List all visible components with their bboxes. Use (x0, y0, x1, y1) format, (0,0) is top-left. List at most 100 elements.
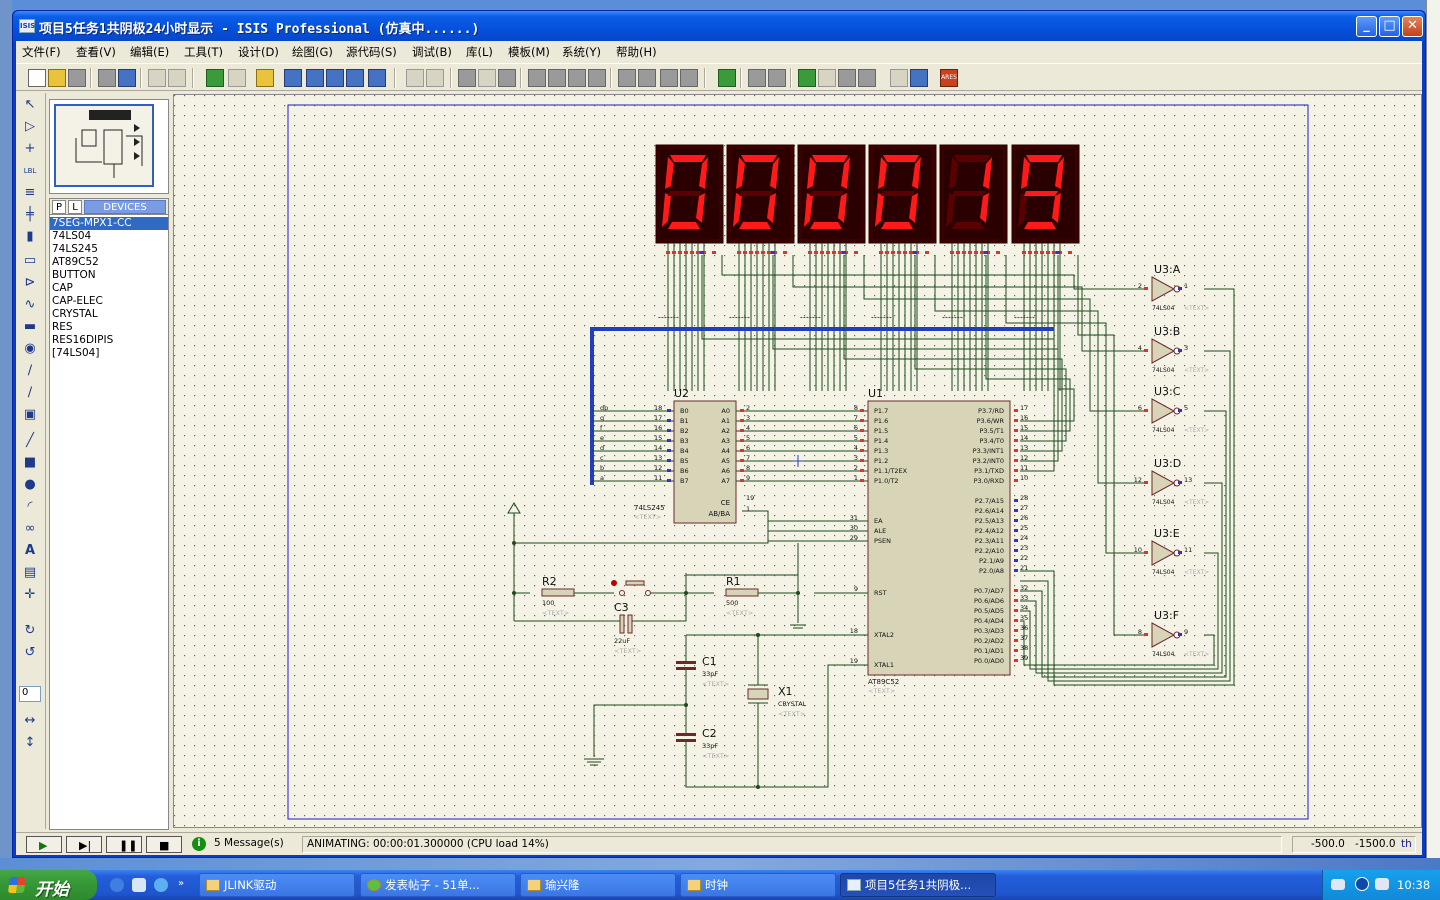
print-icon[interactable] (148, 69, 166, 87)
block-rotate-icon[interactable] (568, 69, 586, 87)
pick-devices-button[interactable]: P (52, 200, 66, 214)
pause-button[interactable]: ❚❚ (106, 836, 142, 853)
message-count[interactable]: 5 Message(s) (214, 837, 284, 849)
minimize-button[interactable]: _ (1356, 16, 1377, 37)
app-icon[interactable]: ISIS (19, 19, 35, 33)
zoom-all-icon[interactable] (346, 69, 364, 87)
wire-label-icon[interactable]: LBL (23, 167, 37, 175)
overview-window[interactable] (49, 99, 169, 194)
package-tool-icon[interactable] (660, 69, 678, 87)
menu-system[interactable]: 系统(Y) (562, 45, 601, 59)
symbol-icon[interactable]: ▤ (23, 565, 37, 580)
device-list-item[interactable]: [74LS04] (52, 347, 100, 359)
mirror-x-icon[interactable]: ↔ (24, 713, 36, 728)
keyboard-icon[interactable] (1331, 879, 1345, 890)
component-mode-icon[interactable]: ▷ (25, 119, 35, 134)
ie-icon[interactable] (110, 878, 124, 892)
rotate-clockwise-icon[interactable]: ↻ (24, 623, 36, 638)
current-probe-icon[interactable]: ∕ (27, 385, 33, 400)
copy-icon[interactable] (478, 69, 496, 87)
mirror-y-icon[interactable]: ↕ (24, 735, 36, 750)
play-button[interactable]: ▶ (26, 836, 62, 853)
arc-icon[interactable]: ◜ (27, 499, 33, 514)
grid-icon[interactable] (228, 69, 246, 87)
menu-file[interactable]: 文件(F) (22, 45, 61, 59)
search-icon[interactable] (748, 69, 766, 87)
device-list-item[interactable]: RES (52, 321, 73, 333)
network-icon[interactable] (1375, 878, 1389, 890)
block-delete-icon[interactable] (588, 69, 606, 87)
task-isis[interactable]: 项目5任务1共阴极... (840, 873, 996, 897)
redo-icon[interactable] (426, 69, 444, 87)
close-button[interactable]: ✕ (1402, 16, 1423, 37)
device-list-item[interactable]: CRYSTAL (52, 308, 98, 320)
block-move-icon[interactable] (548, 69, 566, 87)
origin-icon[interactable] (256, 69, 274, 87)
text-icon[interactable]: A (24, 543, 36, 558)
device-list-item[interactable]: CAP-ELEC (52, 295, 103, 307)
line-icon[interactable]: ╱ (26, 433, 34, 448)
open-file-icon[interactable] (48, 69, 66, 87)
tape-recorder-icon[interactable]: ▬ (23, 319, 37, 334)
bus-mode-icon[interactable]: ╪ (26, 207, 34, 222)
ares-icon[interactable]: ARES (940, 69, 958, 87)
zoom-in-icon[interactable] (306, 69, 324, 87)
task-folder-yuxinglong[interactable]: 瑜兴隆 (520, 873, 676, 897)
menu-template[interactable]: 模板(M) (508, 45, 550, 59)
menu-source[interactable]: 源代码(S) (346, 45, 397, 59)
task-folder-clock[interactable]: 时钟 (680, 873, 836, 897)
info-icon[interactable]: i (192, 837, 206, 851)
maximize-button[interactable]: □ (1379, 16, 1400, 37)
device-list-item[interactable]: AT89C52 (52, 256, 99, 268)
device-list-item[interactable]: 74LS245 (52, 243, 98, 255)
undo-icon[interactable] (406, 69, 424, 87)
browser-icon[interactable] (154, 878, 168, 892)
rotation-angle-input[interactable]: 0 (19, 686, 41, 702)
remove-sheet-icon[interactable] (818, 69, 836, 87)
menu-debug[interactable]: 调试(B) (412, 45, 452, 59)
device-list-item[interactable]: RES16DIPIS (52, 334, 114, 346)
netlist-icon[interactable] (910, 69, 928, 87)
selection-mode-icon[interactable]: ↖ (24, 97, 36, 112)
block-copy-icon[interactable] (528, 69, 546, 87)
zoom-area-icon[interactable] (368, 69, 386, 87)
wire-autorouter-icon[interactable] (718, 69, 736, 87)
export-icon[interactable] (118, 69, 136, 87)
electrical-check-icon[interactable] (890, 69, 908, 87)
device-list-item[interactable]: 7SEG-MPX1-CC (50, 217, 168, 230)
show-desktop-icon[interactable] (132, 878, 146, 892)
bill-of-materials-icon[interactable] (858, 69, 876, 87)
cut-icon[interactable] (458, 69, 476, 87)
generator-icon[interactable]: ◉ (24, 341, 36, 356)
refresh-icon[interactable] (206, 69, 224, 87)
pick-device-icon[interactable] (618, 69, 636, 87)
device-list-item[interactable]: BUTTON (52, 269, 96, 281)
print-area-icon[interactable] (168, 69, 186, 87)
property-tool-icon[interactable] (768, 69, 786, 87)
schematic-canvas[interactable]: ⌁⌁⌁⌁⌁⌁⌁⌁⌁⌁⌁⌁⌁⌁⌁⌁⌁⌁⌁⌁⌁⌁⌁⌁⌁⌁⌁⌁⌁⌁⌁⌁⌁⌁⌁⌁⌁⌁⌁⌁… (173, 94, 1422, 828)
stop-button[interactable]: ■ (146, 836, 182, 853)
virtual-instruments-icon[interactable]: ▣ (23, 407, 37, 422)
make-device-icon[interactable] (638, 69, 656, 87)
device-pins-icon[interactable]: ⊳ (24, 275, 36, 290)
rotate-anticlockwise-icon[interactable]: ↺ (24, 645, 36, 660)
device-list-item[interactable]: CAP (52, 282, 73, 294)
path-icon[interactable]: ∞ (24, 521, 36, 536)
paste-icon[interactable] (498, 69, 516, 87)
pan-icon[interactable] (284, 69, 302, 87)
new-sheet-icon[interactable] (798, 69, 816, 87)
quicklaunch-chevron-icon[interactable]: » (178, 878, 185, 889)
import-icon[interactable] (98, 69, 116, 87)
terminals-icon[interactable]: ▭ (23, 253, 37, 268)
decompose-icon[interactable] (680, 69, 698, 87)
task-forum[interactable]: 发表帖子 - 51单... (360, 873, 516, 897)
circle-icon[interactable]: ● (24, 477, 36, 492)
voltage-probe-icon[interactable]: ∕ (27, 363, 33, 378)
graph-mode-icon[interactable]: ∿ (24, 297, 36, 312)
subcircuit-icon[interactable]: ▮ (26, 229, 34, 244)
library-manager-button[interactable]: L (68, 200, 82, 214)
menu-view[interactable]: 查看(V) (76, 45, 116, 59)
overview-viewport[interactable] (54, 104, 154, 187)
task-jlink[interactable]: JLINK驱动 (199, 873, 355, 897)
